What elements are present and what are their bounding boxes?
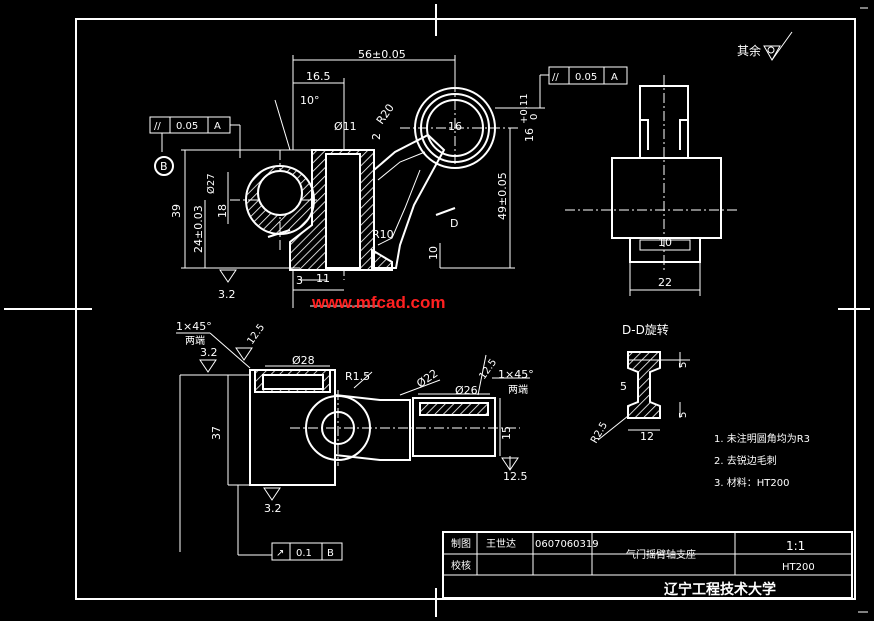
dim-10: 10: [427, 246, 440, 260]
tb-drawn-name: 王世达: [486, 538, 516, 550]
tolerance-frame-right: // 0.05 A: [539, 66, 628, 108]
dim-angle-10: 10°: [300, 94, 320, 107]
roughness-symbol-icon: [763, 45, 781, 62]
roughness-3-2-a: 3.2: [218, 288, 236, 301]
tolerance-frame-runout: ↗ 0.1 B: [271, 542, 343, 561]
note-2: 2. 去锐边毛刺: [714, 454, 777, 467]
svg-text:B: B: [160, 160, 168, 173]
dim-3: 3: [296, 274, 303, 287]
section-arrow-label: D: [450, 217, 458, 230]
dim-dia-27: Ø27: [205, 173, 217, 194]
svg-text://: //: [154, 121, 161, 132]
svg-text:0.05: 0.05: [575, 72, 597, 83]
roughness-symbol-icon: [263, 487, 281, 501]
front-view-dimensions: 56±0.05 16.5 10° R20 Ø11 2 16 16 +0.11 0…: [170, 48, 540, 301]
dim-16-tol: 16: [523, 128, 536, 142]
dim-dia-11: Ø11: [334, 120, 357, 133]
front-view: [181, 55, 545, 308]
svg-text:0.1: 0.1: [296, 548, 312, 559]
tb-school: 辽宁工程技术大学: [664, 581, 776, 598]
svg-text:↗: ↗: [276, 548, 284, 559]
svg-text://: //: [552, 72, 559, 83]
chamfer-label-right: 1×45°: [498, 368, 534, 381]
section-d-d: D-D旋转 5 5 5 12 R2.5: [589, 322, 690, 446]
dim-dia-22: Ø22: [414, 367, 440, 391]
dim-22: 22: [658, 276, 672, 289]
note-3: 3. 材料：HT200: [714, 476, 789, 489]
technical-notes: 1. 未注明圆角均为R3 2. 去锐边毛刺 3. 材料：HT200: [714, 432, 810, 489]
roughness-3-2-b: 3.2: [200, 346, 218, 359]
dim-5-bottom: 5: [678, 412, 689, 418]
roughness-12-5-a: 12.5: [245, 322, 267, 347]
dim-r20: R20: [374, 102, 397, 127]
roughness-12-5-c: 12.5: [503, 470, 528, 483]
tb-student-no: 0607060319: [535, 539, 599, 550]
chamfer-label-left: 1×45°: [176, 320, 212, 333]
datum-b-marker: [154, 156, 174, 176]
roughness-3-2-c: 3.2: [264, 502, 282, 515]
dim-r10: R10: [372, 228, 394, 241]
svg-text:A: A: [611, 72, 618, 83]
dim-49: 49±0.05: [496, 172, 509, 220]
roughness-symbol-icon: [219, 269, 237, 283]
dim-18: 18: [216, 204, 229, 218]
dim-10-side: 10: [658, 236, 672, 249]
dim-39: 39: [170, 204, 183, 218]
svg-text:B: B: [327, 548, 334, 559]
chamfer-sub-right: 两端: [508, 383, 528, 396]
tolerance-frame-left: // 0.05 A B: [149, 116, 241, 176]
dim-dia-26: Ø26: [455, 384, 478, 397]
top-view: 1×45° 两端 12.5 3.2 Ø28 R1.5 Ø22 Ø26 12.5 …: [176, 320, 534, 556]
dim-2: 2: [370, 133, 383, 140]
dim-tol-plus: +0.11: [519, 93, 530, 124]
dim-tol-zero: 0: [529, 114, 540, 120]
roughness-note-label: 其余: [737, 43, 761, 58]
dim-5-mid: 5: [620, 380, 627, 393]
title-block: 制图 王世达 0607060319 校核 气门摇臂轴支座 1:1 HT200 辽…: [442, 531, 853, 599]
dim-37: 37: [210, 426, 223, 440]
roughness-note: 其余: [737, 31, 793, 62]
tb-check-label: 校核: [451, 559, 471, 572]
svg-text:A: A: [214, 121, 221, 132]
dim-24: 24±0.03: [192, 205, 205, 253]
dim-15: 15: [500, 426, 513, 440]
tb-scale: 1:1: [786, 539, 805, 553]
dim-11: 11: [316, 272, 330, 285]
dim-r1-5: R1.5: [345, 370, 370, 383]
section-title: D-D旋转: [622, 322, 669, 337]
tb-part-name: 气门摇臂轴支座: [626, 548, 696, 561]
chamfer-sub-left: 两端: [185, 334, 205, 347]
dim-dia-28: Ø28: [292, 354, 315, 367]
dim-12: 12: [640, 430, 654, 443]
dim-5-top: 5: [678, 362, 689, 368]
note-1: 1. 未注明圆角均为R3: [714, 432, 810, 445]
tb-material: HT200: [782, 562, 815, 573]
roughness-symbol-icon: [235, 347, 253, 361]
roughness-symbol-icon: [199, 359, 217, 373]
dim-16-5: 16.5: [306, 70, 331, 83]
tb-drawn-label: 制图: [451, 537, 471, 550]
svg-text:0.05: 0.05: [176, 121, 198, 132]
watermark: www.mfcad.com: [311, 293, 446, 312]
dim-16-inner: 16: [448, 120, 462, 133]
side-view: 10 22: [565, 75, 740, 296]
dim-56: 56±0.05: [358, 48, 406, 61]
